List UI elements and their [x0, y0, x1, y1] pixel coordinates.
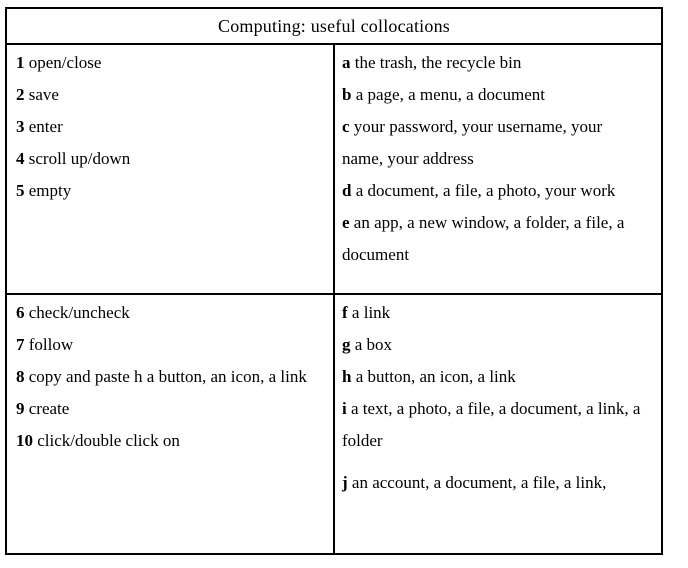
verb-item: 4 scroll up/down	[16, 143, 321, 175]
object-letter: a	[342, 53, 351, 72]
table-title-text: Computing: useful collocations	[218, 15, 450, 36]
object-letter: b	[342, 85, 352, 104]
verb-number: 7	[16, 335, 25, 354]
object-text: an account, a document, a file, a link,	[351, 473, 607, 492]
verb-text: follow	[28, 335, 74, 354]
object-text: a text, a photo, a file, a document, a l…	[342, 399, 641, 450]
verb-text: click/double click on	[37, 431, 180, 450]
verb-item: 6 check/uncheck	[16, 297, 321, 329]
object-item: b a page, a menu, a document	[342, 79, 647, 111]
verb-text: enter	[28, 117, 63, 136]
verb-item: 10 click/double click on	[16, 425, 321, 457]
verb-number: 5	[16, 181, 25, 200]
object-item: g a box	[342, 329, 647, 361]
object-letter: j	[342, 473, 348, 492]
object-item: i a text, a photo, a file, a document, a…	[342, 393, 647, 457]
object-item: j an account, a document, a file, a link…	[342, 467, 647, 499]
object-letter: e	[342, 213, 350, 232]
object-text: your password, your username, your name,…	[342, 117, 603, 168]
verb-text: copy and paste h a button, an icon, a li…	[28, 367, 307, 386]
object-item: a the trash, the recycle bin	[342, 47, 647, 79]
table-title: Computing: useful collocations	[7, 9, 661, 45]
verb-number: 1	[16, 53, 25, 72]
object-letter: g	[342, 335, 351, 354]
verb-item: 2 save	[16, 79, 321, 111]
object-letter: f	[342, 303, 348, 322]
object-letter: i	[342, 399, 347, 418]
verb-number: 4	[16, 149, 25, 168]
verb-text: create	[28, 399, 70, 418]
object-letter: d	[342, 181, 352, 200]
verb-item: 1 open/close	[16, 47, 321, 79]
verb-number: 2	[16, 85, 25, 104]
object-text: a document, a file, a photo, your work	[355, 181, 616, 200]
object-item: c your password, your username, your nam…	[342, 111, 647, 175]
verb-number: 8	[16, 367, 25, 386]
object-text: a button, an icon, a link	[355, 367, 516, 386]
object-item: f a link	[342, 297, 647, 329]
verb-text: save	[28, 85, 59, 104]
object-text: a link	[351, 303, 391, 322]
verb-number: 3	[16, 117, 25, 136]
object-text: an app, a new window, a folder, a file, …	[342, 213, 625, 264]
object-text: a page, a menu, a document	[355, 85, 546, 104]
verb-text: open/close	[28, 53, 102, 72]
verb-text: scroll up/down	[28, 149, 131, 168]
verb-item: 3 enter	[16, 111, 321, 143]
object-text: a box	[354, 335, 393, 354]
object-item: d a document, a file, a photo, your work	[342, 175, 647, 207]
objects-cell-1: a the trash, the recycle bin b a page, a…	[335, 45, 661, 293]
verb-item: 9 create	[16, 393, 321, 425]
verbs-cell-1: 1 open/close 2 save 3 enter 4 scroll up/…	[7, 45, 335, 293]
verb-item: 7 follow	[16, 329, 321, 361]
verb-text: empty	[28, 181, 72, 200]
verb-number: 9	[16, 399, 25, 418]
objects-cell-2: f a link g a box h a button, an icon, a …	[335, 295, 661, 553]
object-letter: c	[342, 117, 350, 136]
collocations-table: Computing: useful collocations 1 open/cl…	[5, 7, 663, 555]
object-item: e an app, a new window, a folder, a file…	[342, 207, 647, 271]
table-row-2: 6 check/uncheck 7 follow 8 copy and past…	[7, 295, 661, 553]
verb-number: 6	[16, 303, 25, 322]
verb-item: 5 empty	[16, 175, 321, 207]
verbs-cell-2: 6 check/uncheck 7 follow 8 copy and past…	[7, 295, 335, 553]
verb-item: 8 copy and paste h a button, an icon, a …	[16, 361, 321, 393]
verb-text: check/uncheck	[28, 303, 130, 322]
object-item: h a button, an icon, a link	[342, 361, 647, 393]
verb-number: 10	[16, 431, 33, 450]
object-letter: h	[342, 367, 352, 386]
object-text: the trash, the recycle bin	[354, 53, 522, 72]
table-row-1: 1 open/close 2 save 3 enter 4 scroll up/…	[7, 45, 661, 295]
